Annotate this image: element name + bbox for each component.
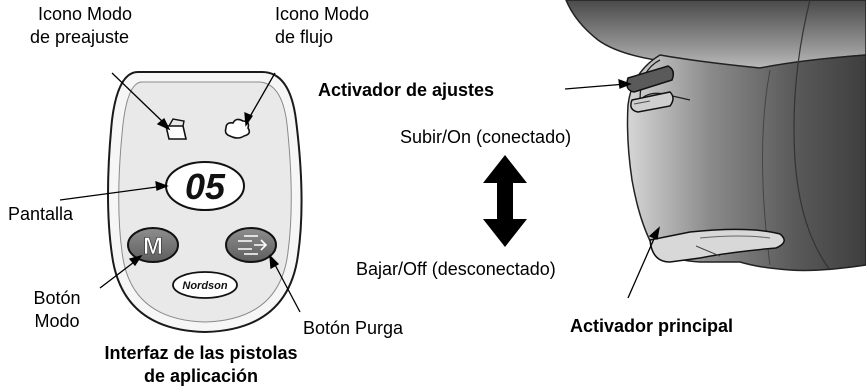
preset-icon-label-line2: de preajuste [30,27,129,48]
preset-icon-label-line1: Icono Modo [38,4,132,25]
caption-line2: de aplicación [68,366,334,387]
gun-handle [566,0,866,270]
purge-button[interactable] [226,228,276,262]
down-off-label: Bajar/Off (desconectado) [356,259,556,280]
mode-button-label-line1: Botón [22,288,92,309]
display-label: Pantalla [8,204,73,225]
mode-button-label: M [143,233,163,260]
keypad: 05 M Nordson [108,72,302,332]
adjust-trigger-label: Activador de ajustes [318,80,494,101]
up-down-arrow [483,155,527,247]
up-on-label: Subir/On (conectado) [400,127,571,148]
display-value: 05 [185,166,226,207]
nordson-logo: Nordson [182,280,228,292]
purge-button-label: Botón Purga [303,318,403,339]
mode-button-label-line2: Modo [22,311,92,332]
flow-icon-label-line2: de flujo [275,27,333,48]
flow-icon-label-line1: Icono Modo [275,4,369,25]
main-trigger-label: Activador principal [570,316,733,337]
caption-line1: Interfaz de las pistolas [68,343,334,364]
